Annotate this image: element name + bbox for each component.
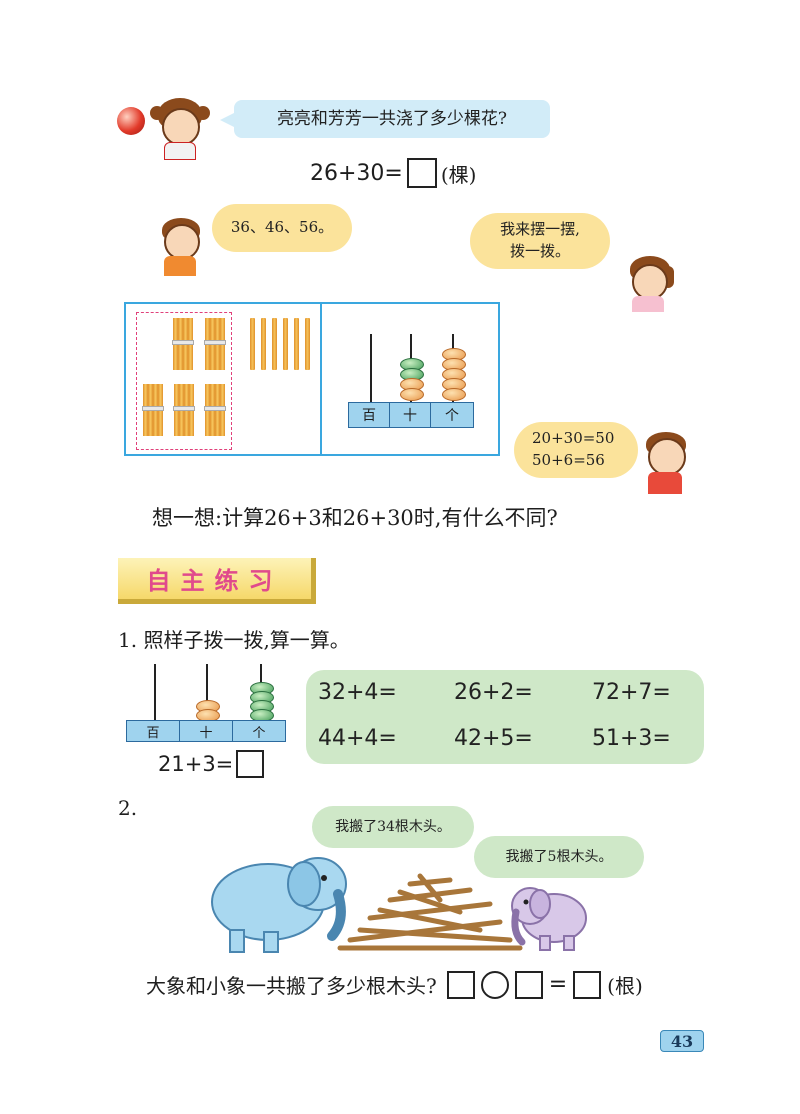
stick-bundle xyxy=(204,384,226,436)
q1-example-equation: 21+3= xyxy=(158,750,265,778)
boy2-line2: 50+6=56 xyxy=(532,451,605,469)
tens-bead xyxy=(400,388,424,401)
small-elephant-bubble: 我搬了5根木头。 xyxy=(474,836,644,878)
page-number: 43 xyxy=(670,1031,694,1051)
q2-equals: = xyxy=(548,972,568,997)
exercise-panel xyxy=(306,670,704,764)
girl-illustration xyxy=(150,98,212,160)
exercise-3[interactable]: 72+7= xyxy=(592,680,671,705)
section-title: 自主练习 xyxy=(146,567,283,595)
big-elephant-text: 我搬了34根木头。 xyxy=(335,818,451,835)
exercise-5[interactable]: 42+5= xyxy=(454,726,533,751)
exercise-6[interactable]: 51+3= xyxy=(592,726,671,751)
equation-unit: (棵) xyxy=(440,162,477,187)
exercise-2[interactable]: 26+2= xyxy=(454,680,533,705)
single-stick xyxy=(261,318,266,370)
q1-place-hundreds: 百 xyxy=(126,720,180,742)
girl2-line1: 我来摆一摆, xyxy=(500,220,580,239)
single-stick xyxy=(250,318,255,370)
answer-box[interactable] xyxy=(406,158,437,188)
q2-question-line: 大象和小象一共搬了多少根木头? = (根) xyxy=(146,970,643,999)
single-stick xyxy=(283,318,288,370)
abacus-rod-hundreds xyxy=(370,334,372,404)
boy-illustration xyxy=(156,218,208,278)
boy2-line1: 20+30=50 xyxy=(532,429,615,448)
stick-bundle xyxy=(142,384,164,436)
stick-bundle xyxy=(204,318,226,370)
small-elephant-text: 我搬了5根木头。 xyxy=(505,848,613,865)
main-equation: 26+30= (棵) xyxy=(310,158,476,188)
frame-divider xyxy=(320,304,322,454)
single-stick xyxy=(305,318,310,370)
place-label-ones: 个 xyxy=(430,402,474,428)
small-elephant xyxy=(511,887,587,951)
place-label-tens: 十 xyxy=(389,402,431,428)
single-stick xyxy=(272,318,277,370)
stick-bundle xyxy=(173,384,195,436)
q1-place-ones: 个 xyxy=(232,720,286,742)
bubble-tail xyxy=(220,112,236,128)
red-ball-icon xyxy=(117,107,145,135)
q2-number: 2. xyxy=(118,796,138,820)
big-elephant-bubble: 我搬了34根木头。 xyxy=(312,806,474,848)
girl-question-bubble: 亮亮和芳芳一共浇了多少棵花? xyxy=(234,100,550,138)
big-elephant xyxy=(211,857,347,953)
exercise-4[interactable]: 44+4= xyxy=(318,726,397,751)
q1-rod-hundreds xyxy=(154,664,156,722)
q1-rod-tens xyxy=(206,664,208,722)
exercise-1[interactable]: 32+4= xyxy=(318,680,397,705)
boy-bubble-text: 36、46、56。 xyxy=(230,218,334,237)
bundles-dashed-box xyxy=(136,312,232,450)
demo-frame xyxy=(124,302,500,456)
think-prompt: 想一想:计算26+3和26+30时,有什么不同? xyxy=(152,506,558,530)
q1-example-answer-box[interactable] xyxy=(236,750,265,778)
log-pile xyxy=(337,873,523,951)
elephants-and-logs-illustration xyxy=(211,857,587,953)
q2-answer-box[interactable] xyxy=(573,970,602,999)
place-label-hundreds: 百 xyxy=(348,402,390,428)
q1-place-tens: 十 xyxy=(179,720,233,742)
section-title-banner: 自主练习 xyxy=(118,558,316,604)
q2-unit: (根) xyxy=(607,974,643,998)
q1-example-text: 21+3= xyxy=(158,752,234,776)
q1-heading: 1. 照样子拨一拨,算一算。 xyxy=(118,628,350,652)
girl2-illustration xyxy=(624,256,676,312)
stick-bundle xyxy=(172,318,194,370)
page-number-badge: 43 xyxy=(660,1030,704,1052)
ones-bead xyxy=(442,388,466,401)
girl2-line2: 拨一拨。 xyxy=(509,242,570,260)
q2-operator-circle[interactable] xyxy=(480,970,509,999)
equation-left: 26+30= xyxy=(310,160,403,186)
q2-question: 大象和小象一共搬了多少根木头? xyxy=(146,974,437,998)
q2-box-2[interactable] xyxy=(514,970,543,999)
single-stick xyxy=(294,318,299,370)
girl-question-text: 亮亮和芳芳一共浇了多少棵花? xyxy=(276,108,508,129)
boy2-illustration xyxy=(640,432,694,496)
boy-bubble: 36、46、56。 xyxy=(212,204,352,252)
q2-box-1[interactable] xyxy=(446,970,475,999)
girl2-bubble: 我来摆一摆, 拨一拨。 xyxy=(470,213,610,269)
boy2-bubble: 20+30=50 50+6=56 xyxy=(514,422,638,478)
